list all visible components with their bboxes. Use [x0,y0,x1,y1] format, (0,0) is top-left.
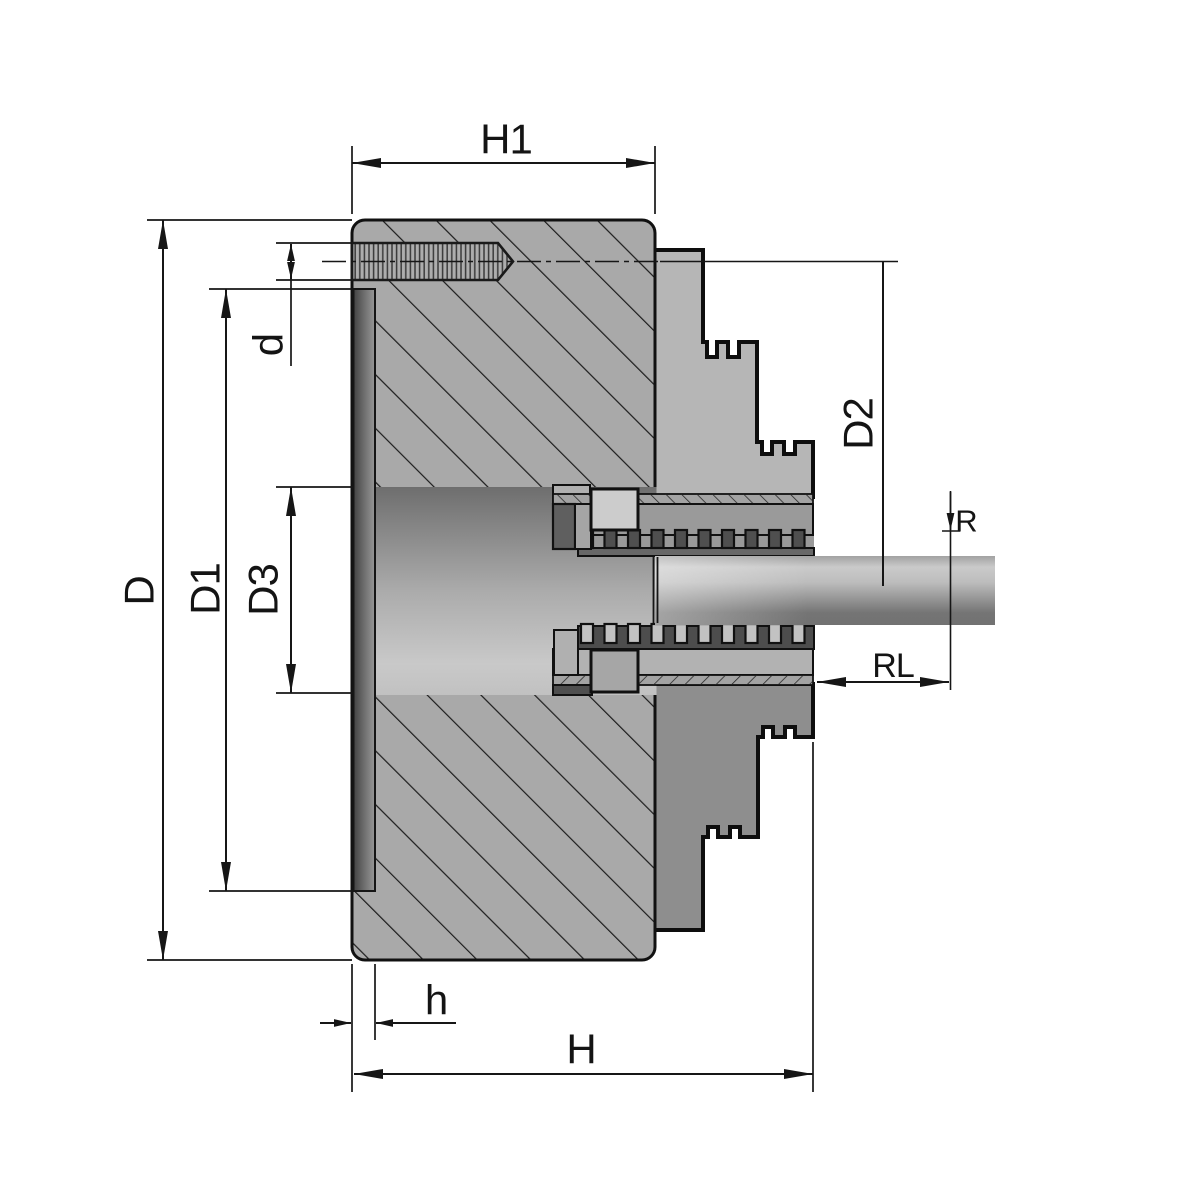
key-socket-block-lower [589,648,640,694]
dimension-labels: H1 D D1 d D3 D2 R RL h H [116,116,978,1073]
dim-label-d2: D2 [835,398,882,450]
dim-label-h-small: h [425,977,447,1024]
scroll-mechanism-lower [552,622,815,696]
rack-teeth-lower [579,622,806,645]
dim-label-h-total: H [566,1026,595,1073]
dim-label-r: R [955,504,976,539]
dimension-lines [147,146,960,1092]
backplate-strip [352,288,376,892]
lower-step-jaw [648,682,815,932]
upper-step-jaw [648,248,815,499]
scroll-mechanism-upper [551,484,815,557]
dim-label-d1: D1 [182,563,229,615]
dim-label-h1: H1 [480,116,532,163]
dim-label-d-outer: D [116,576,163,605]
key-socket-block-upper [589,487,640,532]
dim-label-rl: RL [872,647,914,685]
dim-label-d3: D3 [240,564,287,616]
clamped-rod [652,556,995,625]
dim-label-d-small: d [245,334,292,356]
